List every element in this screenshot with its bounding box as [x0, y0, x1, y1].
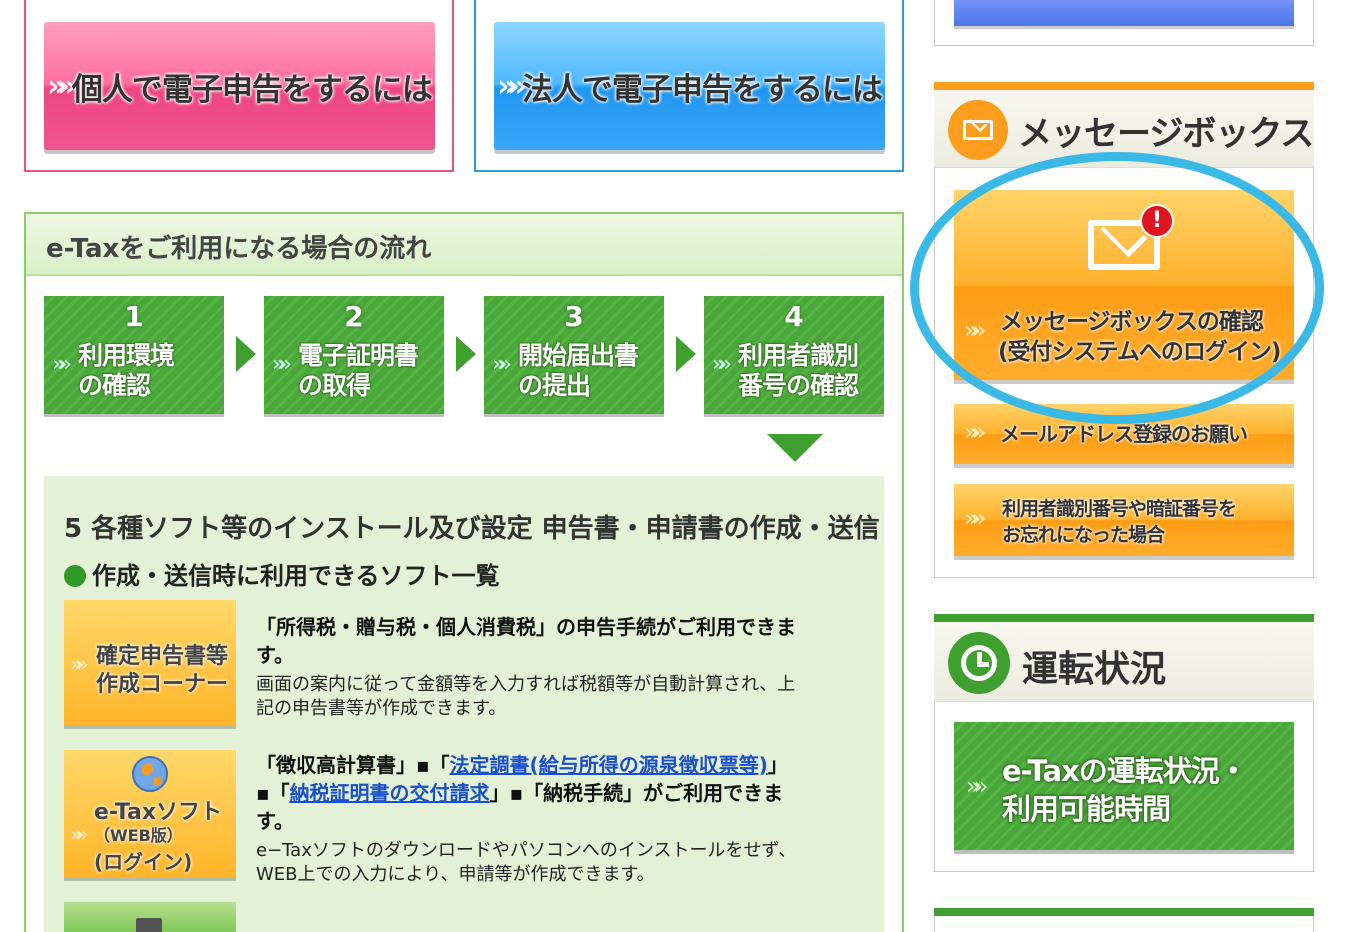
forgot-id-password-button[interactable]: »» 利用者識別番号や暗証番号を お忘れになった場合: [954, 484, 1294, 556]
tax-certificate-request-link[interactable]: 納税証明書の交付請求: [289, 781, 490, 805]
double-chevron-icon: »»: [47, 68, 77, 104]
step-3-button[interactable]: 3 »» 開始届出書 の提出: [484, 296, 664, 414]
double-chevron-icon: »»: [492, 352, 512, 377]
highlight-ring: [910, 152, 1324, 424]
step-4-button[interactable]: 4 »» 利用者識別 番号の確認: [704, 296, 884, 414]
double-chevron-icon: »»: [964, 504, 987, 532]
double-chevron-icon: »»: [70, 822, 89, 846]
etax-operation-status-button[interactable]: »» e-Taxの運転状況・ 利用可能時間: [954, 722, 1294, 850]
individual-e-filing-button[interactable]: »» 個人で電子申告をするには: [44, 22, 435, 150]
step-5-title: 5 各種ソフト等のインストール及び設定 申告書・申請書の作成・送信: [64, 514, 880, 544]
step-1-button[interactable]: 1 »» 利用環境 の確認: [44, 296, 224, 414]
etax-software-services: 「徴収高計算書」▪「法定調書(給与所得の源泉徴収票等)」: [256, 753, 788, 777]
arrow-down-icon: [767, 434, 823, 462]
clock-icon: [948, 632, 1010, 694]
statutory-report-link[interactable]: 法定調書(給与所得の源泉徴収票等): [449, 753, 768, 777]
flow-heading-bar: e-Taxをご利用になる場合の流れ: [26, 214, 902, 276]
computer-icon: [136, 918, 162, 932]
etax-software-web-login-button[interactable]: »» e-Taxソフト （WEB版） (ログイン): [64, 750, 236, 878]
double-chevron-icon: »»: [272, 352, 292, 377]
double-chevron-icon: »»: [964, 418, 987, 446]
corporate-e-filing-button[interactable]: »» 法人で電子申告をするには: [494, 22, 885, 150]
sidebar-top-button[interactable]: [954, 0, 1294, 26]
arrow-right-icon: [456, 336, 476, 372]
software-list-heading: 作成・送信時に利用できるソフト一覧: [64, 556, 500, 591]
tax-return-creation-corner-button[interactable]: »» 確定申告書等 作成コーナー: [64, 600, 236, 726]
double-chevron-icon: »»: [70, 652, 89, 676]
double-chevron-icon: »»: [712, 352, 732, 377]
step-2-button[interactable]: 2 »» 電子証明書 の取得: [264, 296, 444, 414]
message-box-title: メッセージボックス: [1018, 114, 1314, 154]
corporate-entry-box: [474, 0, 904, 172]
envelope-icon: [948, 100, 1008, 160]
flow-heading: e-Taxをご利用になる場合の流れ: [46, 234, 432, 264]
globe-icon: [132, 756, 168, 792]
software-3-button[interactable]: [64, 902, 236, 932]
individual-entry-box: [24, 0, 454, 172]
double-chevron-icon: »»: [497, 68, 527, 104]
double-chevron-icon: »»: [52, 352, 72, 377]
double-chevron-icon: »»: [966, 772, 989, 800]
arrow-right-icon: [676, 336, 696, 372]
bullet-icon: [64, 565, 86, 587]
arrow-right-icon: [236, 336, 256, 372]
operation-status-title: 運転状況: [1022, 649, 1167, 690]
